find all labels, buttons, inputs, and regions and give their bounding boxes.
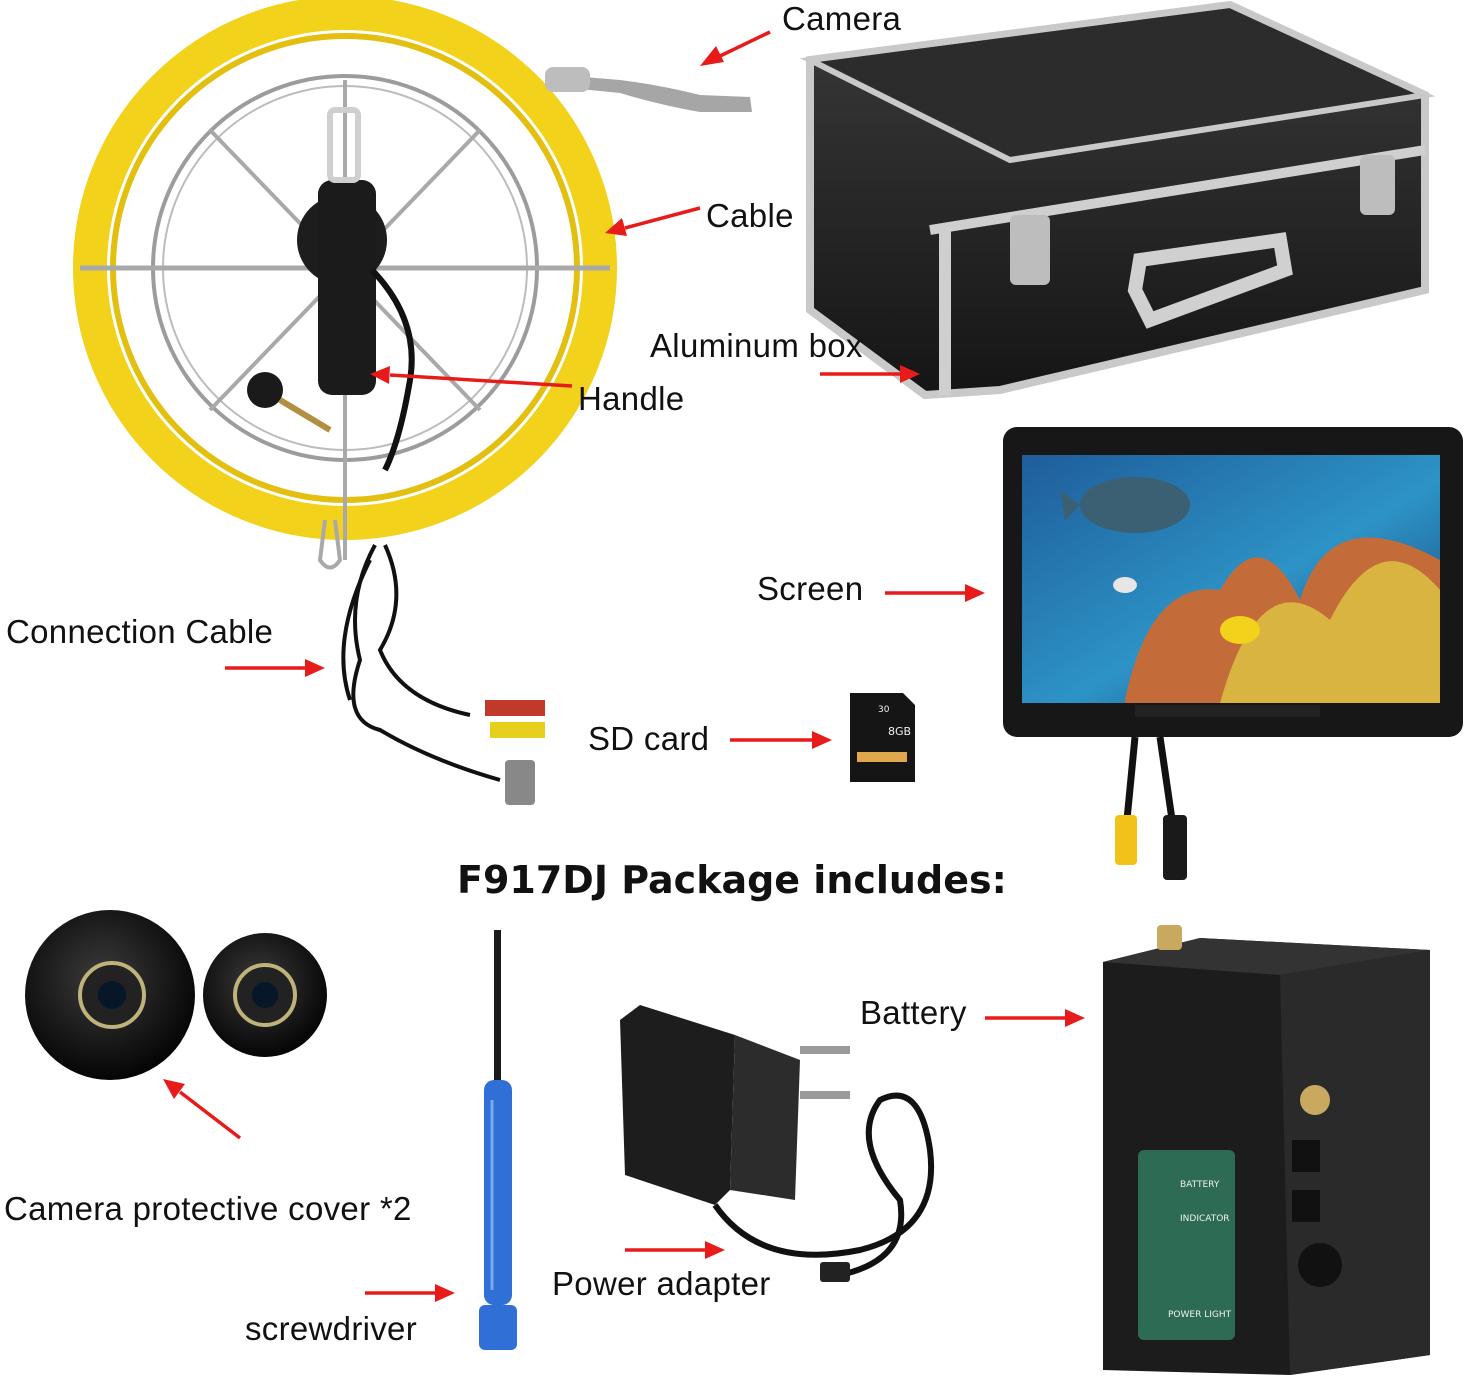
sd-card-capacity: 8GB xyxy=(888,725,912,738)
sd-card-image xyxy=(850,693,915,782)
handle-label: Handle xyxy=(578,380,685,417)
camera-label: Camera xyxy=(782,0,902,37)
battery-panel-battery: BATTERY xyxy=(1180,1180,1220,1190)
camera-cover-label: Camera protective cover *2 xyxy=(4,1190,412,1227)
camera-cover-arrow xyxy=(163,1079,242,1140)
monitor-image xyxy=(1003,427,1463,880)
camera-cover-image xyxy=(25,910,327,1080)
battery-box-image xyxy=(1103,925,1430,1375)
package-title: F917DJ Package includes: xyxy=(457,858,1007,902)
sd-card-speed: 30 xyxy=(878,705,890,715)
power-adapter-label: Power adapter xyxy=(552,1265,771,1302)
cable-label: Cable xyxy=(706,197,794,234)
screen-arrow xyxy=(885,584,985,602)
camera-arrow xyxy=(700,30,771,66)
connection-cable-label: Connection Cable xyxy=(6,613,274,650)
battery-panel-power-light: POWER LIGHT xyxy=(1168,1310,1232,1320)
connection-cable-arrow xyxy=(225,659,325,677)
screen-label: Screen xyxy=(757,570,864,607)
battery-arrow xyxy=(985,1009,1085,1027)
battery-panel-indicator: INDICATOR xyxy=(1180,1214,1230,1224)
power-adapter-image xyxy=(620,1005,935,1282)
connection-cable-image xyxy=(341,544,545,805)
aluminum-case-image xyxy=(799,0,1436,400)
screwdriver-arrow xyxy=(365,1284,455,1302)
aluminum-box-label: Aluminum box xyxy=(650,327,863,364)
aluminum-box-arrow xyxy=(820,365,920,383)
handle-arrow xyxy=(370,366,573,388)
screwdriver-label: screwdriver xyxy=(245,1310,417,1347)
sd-card-label: SD card xyxy=(588,720,710,757)
screwdriver-image xyxy=(479,930,517,1350)
power-adapter-arrow xyxy=(625,1241,725,1259)
sd-card-arrow xyxy=(730,731,832,749)
cable-arrow xyxy=(605,206,701,236)
cable-reel-image xyxy=(73,0,752,570)
battery-label: Battery xyxy=(860,994,967,1031)
